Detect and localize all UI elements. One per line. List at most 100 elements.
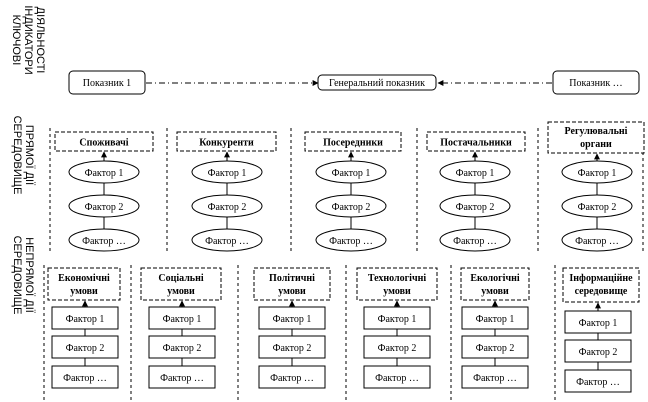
direct-title-box xyxy=(54,131,154,152)
factor-label: Фактор 2 xyxy=(456,202,495,213)
direct-title: Конкуренти xyxy=(199,138,254,149)
factor-box xyxy=(363,306,431,330)
indirect-title: умови xyxy=(481,286,509,297)
factor-box xyxy=(51,365,119,389)
factor-ellipse xyxy=(68,160,140,184)
factor-label: Фактор 2 xyxy=(163,343,202,354)
factor-box xyxy=(564,339,632,363)
factor-label: Фактор … xyxy=(205,236,249,247)
indirect-title: Економічні xyxy=(58,273,110,284)
factor-label: Фактор 1 xyxy=(332,168,371,179)
factor-label: Фактор … xyxy=(375,373,419,384)
factor-label: Фактор … xyxy=(473,373,517,384)
factor-ellipse xyxy=(191,194,263,218)
factor-box xyxy=(461,306,529,330)
svg-text:СЕРЕДОВИЩЕ: СЕРЕДОВИЩЕ xyxy=(11,116,23,195)
indirect-title-box xyxy=(356,267,438,301)
indirect-title: Екологічні xyxy=(470,273,519,284)
factor-label: Фактор 1 xyxy=(579,318,618,329)
side-label-key-indicators: КЛЮЧОВІ ІНДИКАТОРИ ДІЯЛЬНОСТІ xyxy=(10,5,46,74)
factor-box xyxy=(148,306,216,330)
indirect-title: Технологічні xyxy=(368,273,426,284)
indicator-right-label: Показник … xyxy=(569,78,622,89)
direct-title: органи xyxy=(580,139,612,150)
factor-label: Фактор 2 xyxy=(476,343,515,354)
indirect-title: умови xyxy=(167,286,195,297)
factor-ellipse xyxy=(561,228,633,252)
factor-label: Фактор 2 xyxy=(273,343,312,354)
factor-label: Фактор 1 xyxy=(85,168,124,179)
factor-label: Фактор 2 xyxy=(66,343,105,354)
indicator-left-label: Показник 1 xyxy=(83,78,131,89)
factor-label: Фактор 2 xyxy=(579,347,618,358)
factor-label: Фактор … xyxy=(63,373,107,384)
factor-box xyxy=(258,365,326,389)
svg-text:КЛЮЧОВІ: КЛЮЧОВІ xyxy=(10,15,22,66)
indirect-title: середовище xyxy=(575,286,628,297)
svg-text:НЕПРЯМОЇ ДІЇ: НЕПРЯМОЇ ДІЇ xyxy=(23,237,35,314)
factor-label: Фактор … xyxy=(82,236,126,247)
indicator-box-right xyxy=(552,70,640,95)
factor-box xyxy=(363,335,431,359)
indicator-row: Показник 1 Генеральний показник Показник… xyxy=(68,70,640,95)
direct-title: Регулювальні xyxy=(565,126,628,137)
side-label-indirect-environment: СЕРЕДОВИЩЕ НЕПРЯМОЇ ДІЇ xyxy=(11,236,35,315)
svg-text:ДІЯЛЬНОСТІ: ДІЯЛЬНОСТІ xyxy=(34,7,46,74)
factor-box xyxy=(564,369,632,393)
factor-box xyxy=(51,306,119,330)
direct-title-box xyxy=(426,131,526,152)
factor-label: Фактор … xyxy=(329,236,373,247)
svg-text:ПРЯМОЇ ДІЇ: ПРЯМОЇ ДІЇ xyxy=(23,125,35,186)
indirect-title: Соціальні xyxy=(158,273,204,284)
indirect-title: умови xyxy=(70,286,98,297)
factor-box xyxy=(461,335,529,359)
factor-label: Фактор 1 xyxy=(273,314,312,325)
factor-ellipse xyxy=(315,194,387,218)
factor-label: Фактор 1 xyxy=(378,314,417,325)
indirect-title-box xyxy=(562,267,640,303)
direct-title: Постачальники xyxy=(440,138,512,149)
indirect-title-box xyxy=(253,267,331,301)
indirect-title: Інформаційне xyxy=(569,273,633,284)
factor-label: Фактор … xyxy=(270,373,314,384)
factor-label: Фактор 1 xyxy=(66,314,105,325)
factor-box xyxy=(148,365,216,389)
direct-title-box xyxy=(176,131,277,152)
direct-title-box xyxy=(547,121,645,154)
factor-box xyxy=(258,335,326,359)
factor-label: Фактор … xyxy=(160,373,204,384)
factor-ellipse xyxy=(191,228,263,252)
factor-box xyxy=(461,365,529,389)
indicator-box-center xyxy=(317,74,437,91)
factor-ellipse xyxy=(439,160,511,184)
indirect-title-box xyxy=(140,267,222,301)
direct-title: Посередники xyxy=(323,138,383,149)
factor-ellipse xyxy=(315,228,387,252)
factor-ellipse xyxy=(561,160,633,184)
factor-ellipse xyxy=(191,160,263,184)
factor-label: Фактор 1 xyxy=(578,168,617,179)
factor-label: Фактор … xyxy=(576,377,620,388)
factor-label: Фактор 1 xyxy=(208,168,247,179)
factor-label: Фактор 2 xyxy=(578,202,617,213)
svg-text:СЕРЕДОВИЩЕ: СЕРЕДОВИЩЕ xyxy=(11,236,23,315)
factor-box xyxy=(258,306,326,330)
factor-box xyxy=(564,310,632,334)
factor-label: Фактор 2 xyxy=(378,343,417,354)
factor-ellipse xyxy=(439,228,511,252)
indirect-title: умови xyxy=(383,286,411,297)
factor-label: Фактор … xyxy=(575,236,619,247)
factor-label: Фактор 1 xyxy=(476,314,515,325)
factor-ellipse xyxy=(561,194,633,218)
